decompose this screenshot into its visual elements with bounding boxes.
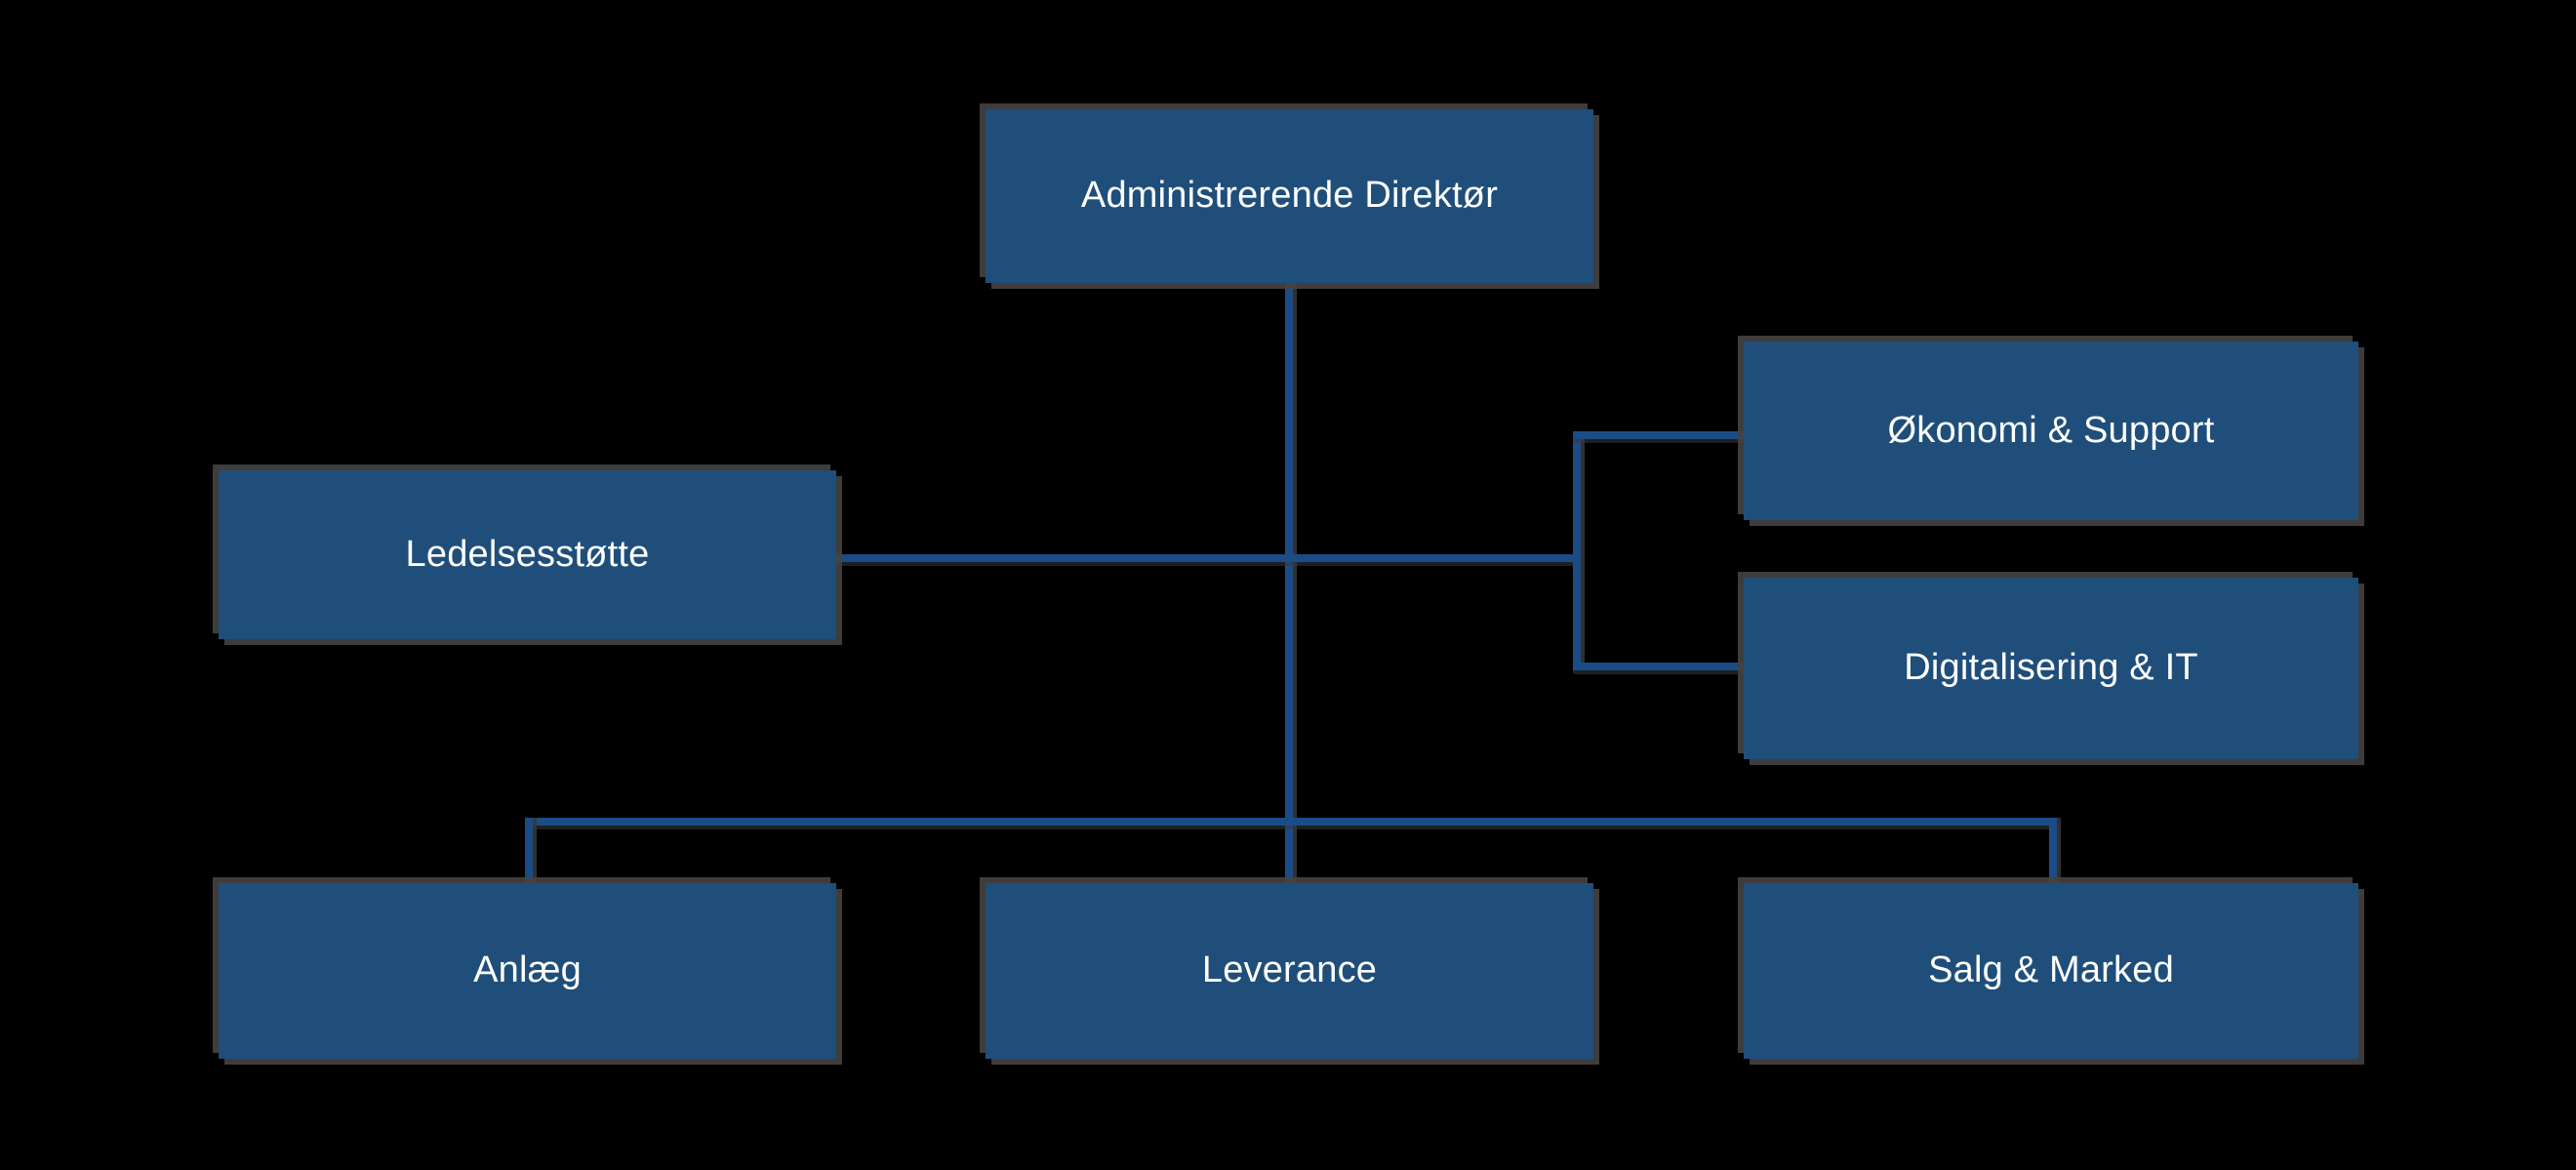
org-node-salg-marked[interactable]: Salg & Marked [1744, 883, 2358, 1059]
org-node-ledelsesstotte[interactable]: Ledelsesstøtte [219, 470, 836, 639]
org-node-okonomi-support[interactable]: Økonomi & Support [1744, 342, 2358, 520]
org-node-digitalisering-it-label: Digitalisering & IT [1904, 647, 2198, 689]
connector-level1-spine [834, 554, 1581, 566]
connector-ceo-trunk [1285, 283, 1297, 883]
connector-drop-anlaeg [525, 818, 537, 886]
org-node-ceo-label: Administrerende Direktør [1080, 175, 1499, 217]
org-node-okonomi-support-label: Økonomi & Support [1887, 409, 2215, 451]
org-node-digitalisering-it[interactable]: Digitalisering & IT [1744, 578, 2358, 759]
connector-right-bracket-riser [1573, 431, 1585, 670]
connector-drop-salg [2049, 818, 2061, 886]
org-node-salg-marked-label: Salg & Marked [1928, 949, 2174, 991]
org-node-ledelsesstotte-label: Ledelsesstøtte [405, 533, 650, 575]
org-node-leverance-label: Leverance [1201, 949, 1378, 991]
connector-branch-digitalisering [1573, 663, 1749, 674]
org-node-leverance[interactable]: Leverance [986, 883, 1593, 1059]
connector-bottom-spine [528, 818, 2057, 829]
org-node-anlaeg-label: Anlæg [473, 949, 582, 991]
connector-branch-okonomi [1573, 431, 1749, 443]
org-node-ceo[interactable]: Administrerende Direktør [986, 109, 1593, 283]
org-node-anlaeg[interactable]: Anlæg [219, 883, 836, 1059]
